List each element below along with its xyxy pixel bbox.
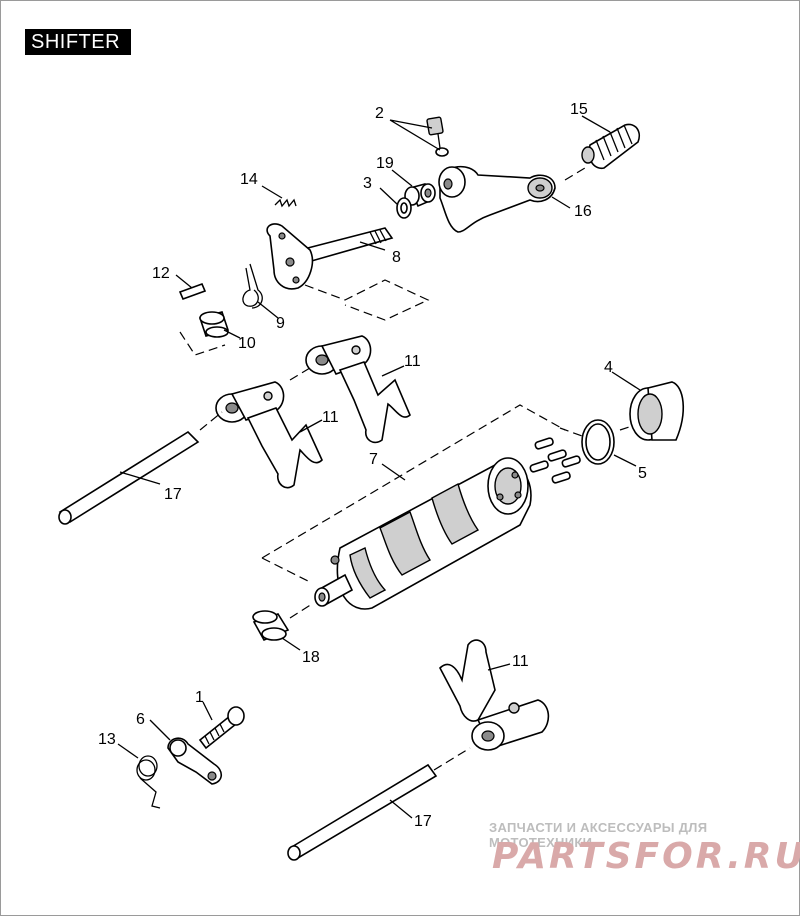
- callout-2: 2: [375, 105, 384, 122]
- shift-drum-7: [314, 457, 532, 610]
- bushing-19: [404, 183, 436, 208]
- fork-shaft-17-lower: [287, 763, 438, 861]
- callout-leaders: [117, 115, 641, 819]
- shift-fork-11-lower: [439, 639, 550, 751]
- callout-7: 7: [369, 451, 378, 468]
- page-title: SHIFTER: [25, 29, 131, 55]
- dowel-pins: [529, 437, 581, 484]
- bearing-race-4: [629, 381, 685, 441]
- foot-peg-rubber-15: [581, 123, 641, 170]
- callout-9: 9: [276, 315, 285, 332]
- callout-19: 19: [376, 155, 394, 172]
- callout-16: 16: [574, 203, 592, 220]
- shift-fork-11-left: [215, 381, 323, 489]
- callout-11-upper: 11: [404, 353, 421, 370]
- detent-arm-6: [167, 737, 223, 785]
- detent-spring-13: [136, 755, 161, 809]
- shift-lever-16: [438, 165, 556, 233]
- callout-17-upper: 17: [164, 486, 182, 503]
- callout-11-left: 11: [322, 409, 339, 426]
- callout-18: 18: [302, 649, 320, 666]
- screw-1: [198, 706, 245, 750]
- callout-6: 6: [136, 711, 145, 728]
- callout-4: 4: [604, 359, 613, 376]
- watermark-brand-logo: PARTSFOR.RU: [492, 836, 800, 877]
- shifter-shaft-8: [266, 223, 394, 290]
- watermark-tagline: ЗАПЧАСТИ И АКСЕССУАРЫ ДЛЯ МОТОТЕХНИКИ: [489, 820, 708, 850]
- callout-5: 5: [638, 465, 647, 482]
- bushing-10: [198, 311, 230, 338]
- shift-fork-11-upper: [305, 335, 411, 444]
- bolt-2: [426, 116, 449, 157]
- callout-11-lower: 11: [512, 653, 529, 670]
- spring-14: [274, 198, 297, 208]
- callout-3: 3: [363, 175, 372, 192]
- fork-shaft-17-upper: [58, 430, 200, 525]
- callout-8: 8: [392, 249, 401, 266]
- callout-15: 15: [570, 101, 588, 118]
- callout-12: 12: [152, 265, 170, 282]
- callout-17-lower: 17: [414, 813, 432, 830]
- pin-12: [178, 282, 207, 301]
- callout-14: 14: [240, 171, 258, 188]
- retaining-ring-5: [581, 419, 615, 465]
- callout-13: 13: [98, 731, 116, 748]
- return-spring-9: [242, 263, 263, 309]
- callout-1: 1: [195, 689, 204, 706]
- washer-3: [396, 197, 412, 219]
- bushing-18: [252, 610, 290, 642]
- callout-10: 10: [238, 335, 256, 352]
